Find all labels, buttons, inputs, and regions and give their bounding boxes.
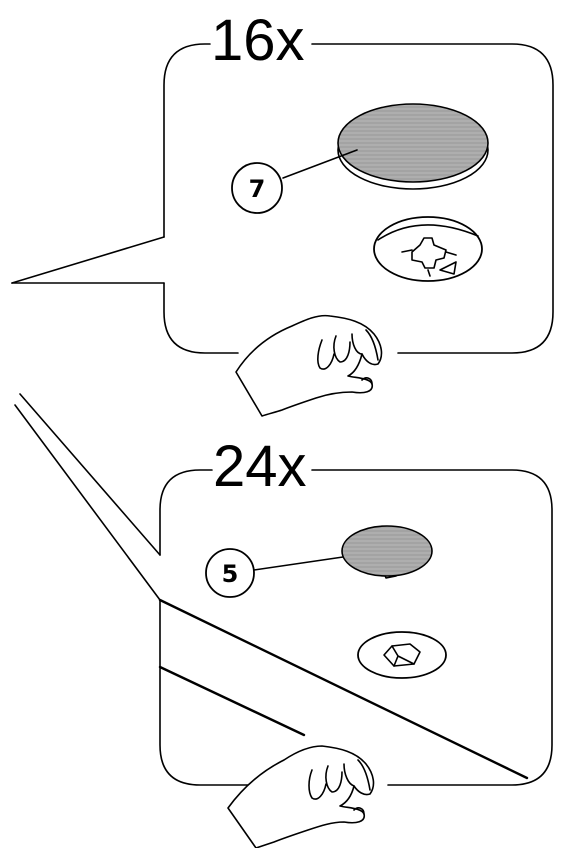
mount-hole-bottom (357, 631, 447, 679)
quantity-label-bottom: 24x (213, 434, 307, 499)
surface-edge-lines (158, 598, 529, 780)
adhesive-pad-bottom (341, 525, 433, 579)
callout-circle-top (231, 162, 283, 214)
leader-line-top (282, 149, 358, 179)
mount-hole-top (373, 216, 483, 282)
pointer-lines-bottom (14, 393, 161, 601)
panel-frame-top (163, 43, 554, 354)
panel-bottom: 24x 5 (14, 393, 553, 848)
adhesive-pad-top (337, 103, 489, 190)
callout-circle-bottom (205, 548, 255, 598)
panel-top: 16x 7 (11, 8, 554, 417)
panel-frame-bottom (159, 469, 553, 786)
pointer-lines-top (11, 236, 165, 284)
hand-icon-top (235, 314, 383, 417)
callout-number-top: 7 (249, 175, 266, 203)
quantity-label-top: 16x (211, 8, 305, 73)
leader-line-bottom (253, 556, 344, 571)
hand-icon-bottom (227, 745, 375, 848)
callout-number-bottom: 5 (222, 560, 239, 588)
